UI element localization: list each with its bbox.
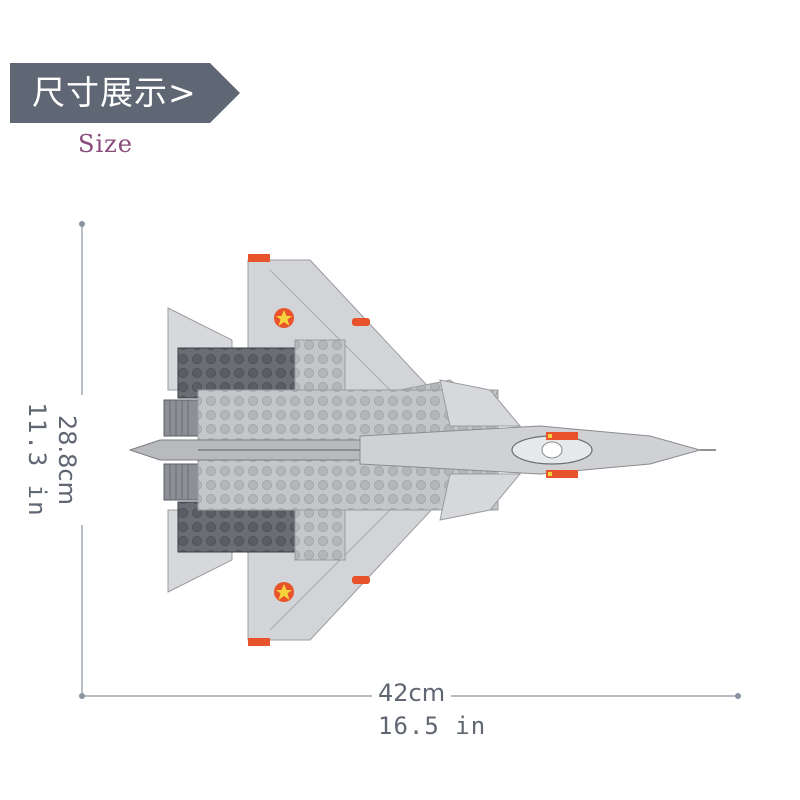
- height-in: 11.3 in: [23, 402, 51, 518]
- exhaust-top: [163, 399, 199, 437]
- height-cm: 28.8cm: [53, 414, 81, 505]
- page-title: 尺寸展示>: [32, 73, 197, 112]
- height-label: 28.8cm 11.3 in: [22, 402, 82, 517]
- subtitle: Size: [78, 130, 133, 158]
- height-label-mask: [40, 395, 100, 525]
- wing-tip-top: [248, 254, 270, 262]
- star-icon: [274, 308, 294, 328]
- canard-top: [439, 379, 522, 427]
- missile-tip-bottom: [352, 576, 370, 584]
- star-icon: [274, 582, 294, 602]
- jet-model-image: [128, 254, 716, 646]
- title-banner: 尺寸展示>: [10, 63, 240, 123]
- banner-arrow-shape: [10, 63, 240, 123]
- wing-tip-bottom: [248, 638, 270, 646]
- width-in: 16.5 in: [378, 712, 487, 740]
- flag-icon: [546, 432, 578, 440]
- canard-bottom: [439, 473, 522, 521]
- width-line-end-dot: [735, 693, 741, 699]
- height-line-top-dot: [79, 221, 85, 227]
- width-cm: 42cm: [372, 679, 452, 707]
- flag-icon: [546, 470, 578, 478]
- exhaust-bottom: [163, 463, 199, 501]
- missile-tip-top: [352, 318, 370, 326]
